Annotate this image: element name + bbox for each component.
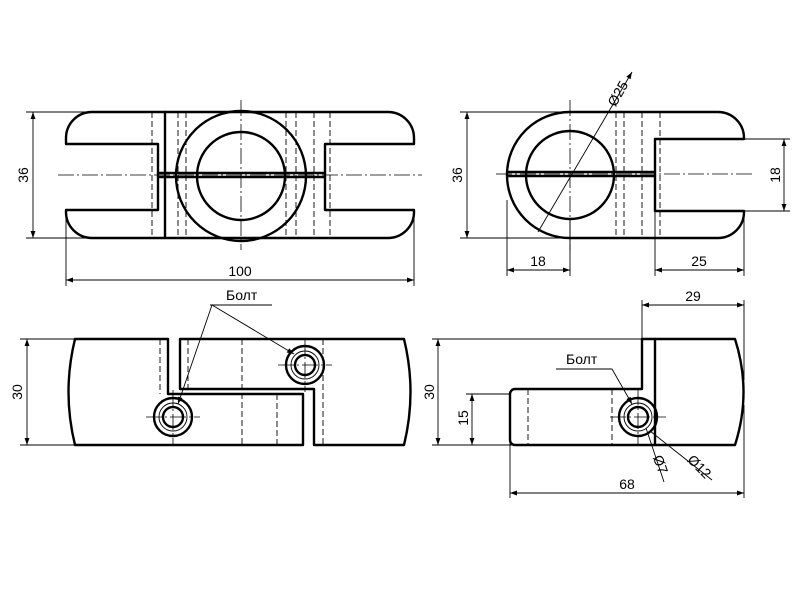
bolt-leader-right — [611, 368, 633, 405]
bolt-leader-2 — [211, 304, 295, 355]
dim-text-width68: 68 — [619, 476, 635, 492]
bottom-left-part-a — [67, 337, 305, 447]
dim-text-gap: 18 — [767, 167, 783, 183]
dim-text-right25: 25 — [691, 253, 707, 269]
dim-text-small15: 15 — [455, 410, 471, 426]
dia12-leader — [649, 430, 713, 481]
bolt-left-lower — [146, 390, 200, 444]
dim-text-height-bl: 30 — [9, 384, 25, 400]
dim-text-width: 100 — [228, 263, 252, 279]
bolt-leader-1 — [177, 304, 213, 405]
dia7-leader — [645, 427, 665, 483]
bottom-left-part-b — [178, 337, 412, 447]
dim-text-dia7: Ø7 — [650, 453, 671, 476]
view-top-left: 36 100 — [15, 100, 422, 286]
view-bottom-right: Болт Ø7 Ø12 29 30 15 68 — [421, 288, 745, 498]
dim-text-height: 36 — [15, 167, 31, 183]
dim-line-dia25 — [537, 71, 633, 233]
dim-text-dia12: Ø12 — [685, 451, 715, 481]
bolt-label-left: Болт — [226, 287, 258, 303]
dim-text-height-br: 30 — [421, 384, 437, 400]
top-left-outline — [64, 110, 416, 240]
dim-text-left18: 18 — [530, 253, 546, 269]
view-top-right: Ø25 36 18 18 25 — [449, 71, 790, 276]
view-bottom-left: Болт 30 — [9, 287, 412, 447]
bolt-left-upper — [278, 338, 332, 392]
bottom-right-outline — [508, 337, 745, 447]
dim-text-dia25: Ø25 — [604, 78, 631, 109]
dim-text-top29: 29 — [685, 288, 701, 304]
bolt-label-right: Болт — [566, 351, 598, 367]
bolt-right — [610, 389, 666, 445]
dim-text-height-right: 36 — [449, 167, 465, 183]
